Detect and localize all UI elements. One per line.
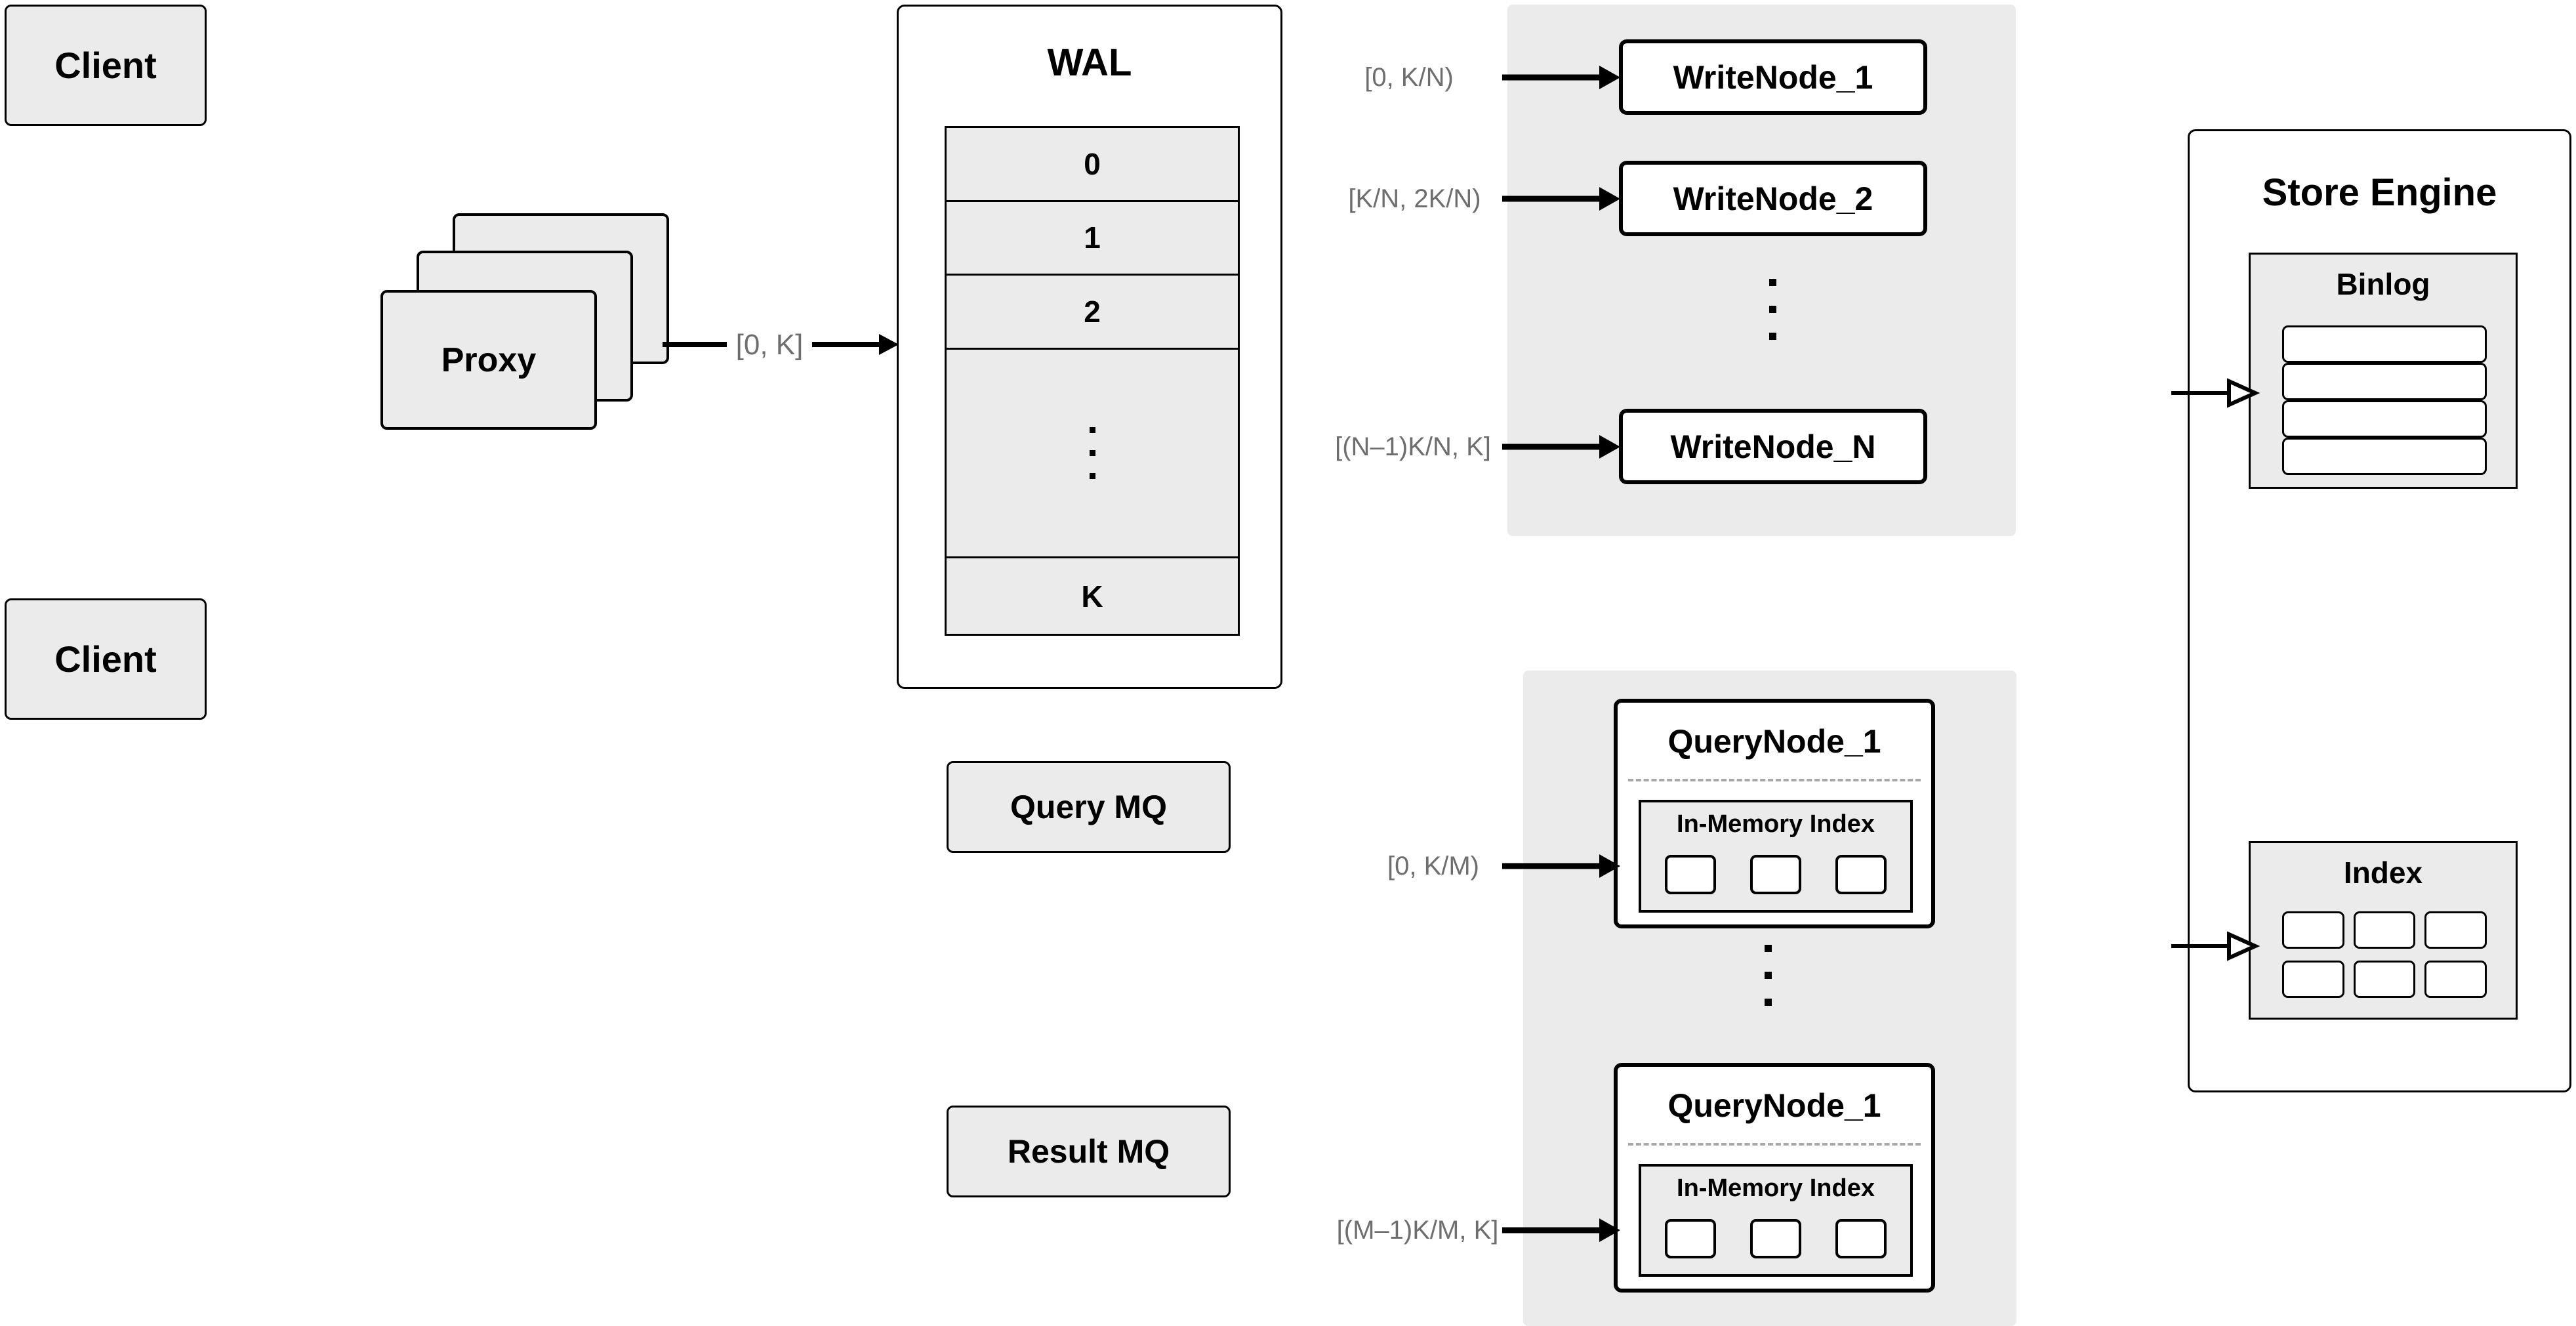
proxy-stack[interactable]: Proxy: [380, 213, 682, 430]
in-memory-index-cells: [1665, 1219, 1887, 1258]
write-node-label: WriteNode_N: [1670, 428, 1876, 465]
ellipsis-dot: [1765, 999, 1772, 1006]
binlog-row: [2282, 400, 2487, 438]
index-cell: [1750, 855, 1801, 894]
proxy-label: Proxy: [441, 341, 537, 379]
write-node-n[interactable]: WriteNode_N: [1619, 409, 1927, 484]
in-memory-index-cells: [1665, 855, 1887, 894]
write-node-label: WriteNode_1: [1673, 58, 1873, 96]
query-node-1-arrow: [1502, 854, 1620, 878]
index-cell: [1835, 855, 1887, 894]
store-index-grid: [2282, 911, 2487, 998]
query-node-2-range-label: [(M–1)K/M, K]: [1333, 1207, 1502, 1254]
index-cell: [2353, 911, 2416, 949]
wal-entry: 1: [947, 201, 1238, 276]
write-node-2-arrow: [1502, 187, 1620, 211]
index-cell: [2282, 961, 2344, 998]
index-cell: [1665, 855, 1716, 894]
ellipsis-dot: [1769, 306, 1776, 313]
write-node-2[interactable]: WriteNode_2: [1619, 161, 1927, 236]
write-node-n-arrow: [1502, 435, 1620, 459]
proxy-card-front[interactable]: Proxy: [380, 290, 597, 430]
query-node-1[interactable]: QueryNode_1 In-Memory Index: [1614, 699, 1935, 928]
index-cell: [2353, 961, 2416, 998]
binlog-row: [2282, 363, 2487, 400]
ellipsis-dot: [1089, 450, 1095, 457]
query-mq-box[interactable]: Query MQ: [947, 761, 1231, 853]
store-index-inbound-arrow: [2171, 931, 2260, 961]
query-node-divider: [1628, 1143, 1921, 1146]
index-cell: [2282, 911, 2344, 949]
query-node-2-arrow: [1502, 1218, 1620, 1242]
wal-title: WAL: [1047, 41, 1132, 84]
in-memory-index-title: In-Memory Index: [1677, 810, 1875, 838]
client-box-1[interactable]: Client: [5, 5, 207, 126]
write-node-2-range-label: [K/N, 2K/N): [1332, 175, 1498, 222]
wal-panel: WAL 0 1 2 K: [897, 5, 1282, 689]
wal-ellipsis: [947, 349, 1238, 559]
ellipsis-dot: [1769, 333, 1776, 340]
binlog-row: [2282, 438, 2487, 475]
store-index-box: Index: [2249, 841, 2518, 1020]
query-node-divider: [1628, 779, 1921, 781]
index-cell: [2424, 911, 2487, 949]
ellipsis-dot: [1765, 972, 1772, 979]
binlog-box: Binlog: [2249, 253, 2518, 489]
write-node-n-range-label: [(N–1)K/N, K]: [1327, 423, 1499, 470]
binlog-title: Binlog: [2336, 267, 2430, 301]
write-node-1-range-label: [0, K/N): [1347, 54, 1471, 101]
write-node-ellipsis: [1769, 279, 1776, 340]
ellipsis-dot: [1765, 945, 1772, 952]
query-node-1-range-label: [0, K/M): [1378, 842, 1489, 890]
wal-table: 0 1 2 K: [945, 126, 1240, 636]
write-node-1[interactable]: WriteNode_1: [1619, 39, 1927, 115]
write-node-1-arrow: [1502, 66, 1620, 89]
store-index-title: Index: [2343, 856, 2423, 890]
in-memory-index-box: In-Memory Index: [1639, 1164, 1913, 1277]
proxy-range-label: [0, K]: [727, 321, 812, 369]
binlog-inbound-arrow: [2171, 378, 2260, 408]
wal-last-entry: K: [947, 558, 1238, 634]
write-node-label: WriteNode_2: [1673, 180, 1873, 217]
index-cell: [1665, 1219, 1716, 1258]
index-cell: [1750, 1219, 1801, 1258]
index-cell: [2424, 961, 2487, 998]
wal-entry: 0: [947, 128, 1238, 202]
result-mq-box[interactable]: Result MQ: [947, 1106, 1231, 1197]
binlog-row: [2282, 325, 2487, 363]
wal-entry: 2: [947, 276, 1238, 350]
result-mq-label: Result MQ: [1007, 1133, 1170, 1170]
index-cell: [1835, 1219, 1887, 1258]
query-mq-label: Query MQ: [1010, 789, 1167, 825]
ellipsis-dot: [1089, 427, 1095, 434]
client-label: Client: [54, 45, 157, 86]
in-memory-index-title: In-Memory Index: [1677, 1174, 1875, 1202]
client-label: Client: [54, 638, 157, 680]
query-node-title: QueryNode_1: [1667, 1087, 1881, 1124]
query-node-ellipsis: [1765, 945, 1772, 1006]
binlog-rows: [2282, 325, 2487, 475]
store-engine-panel: Store Engine Binlog Index: [2188, 129, 2571, 1092]
ellipsis-dot: [1769, 279, 1776, 286]
in-memory-index-box: In-Memory Index: [1639, 800, 1913, 913]
query-node-title: QueryNode_1: [1667, 723, 1881, 760]
query-node-2[interactable]: QueryNode_1 In-Memory Index: [1614, 1063, 1935, 1293]
client-box-2[interactable]: Client: [5, 598, 207, 720]
ellipsis-dot: [1089, 473, 1095, 480]
store-engine-title: Store Engine: [2262, 171, 2497, 214]
